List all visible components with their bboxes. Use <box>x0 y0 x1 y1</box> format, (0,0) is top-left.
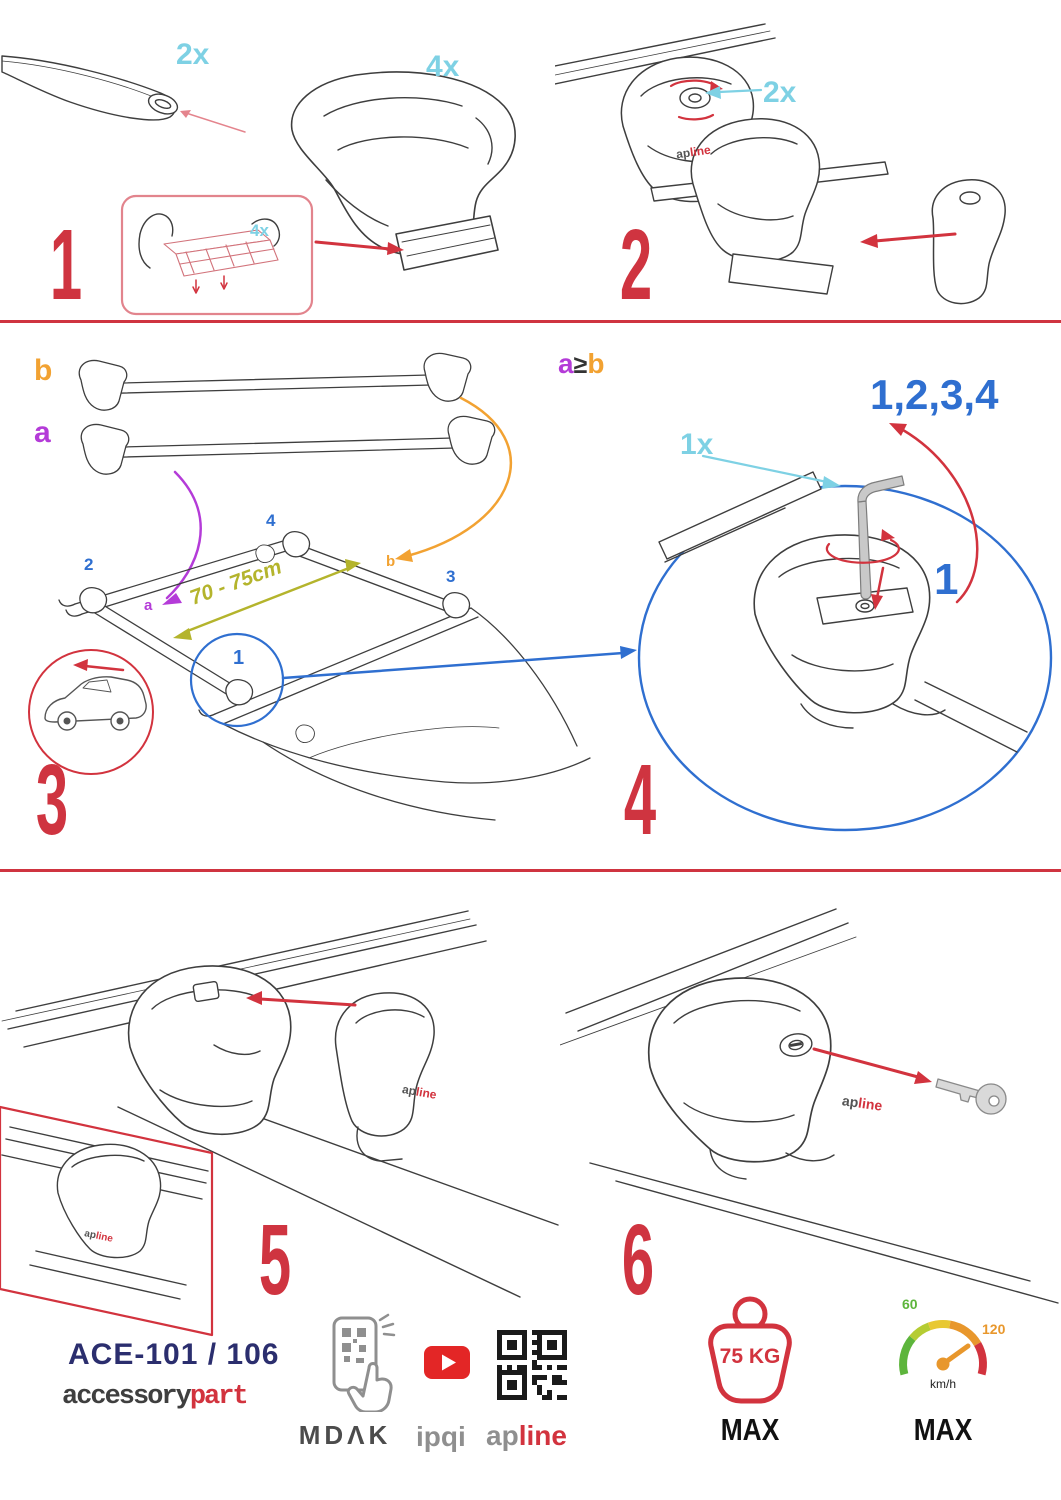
step5-number: 5 <box>258 1204 292 1316</box>
step6-illustration <box>560 908 1059 1304</box>
brand-ap: ap <box>486 1420 519 1451</box>
scan-phone-icon <box>332 1313 396 1412</box>
max-weight-value: 75 KG <box>719 1345 781 1368</box>
length-rule: a≥b <box>558 350 604 378</box>
lock-pointer-arrow <box>705 86 763 99</box>
brand-part: part <box>189 1382 249 1412</box>
crossbar-b-illustration <box>78 352 472 411</box>
end-cover-illustration <box>931 179 1006 305</box>
foot1-highlight-circle <box>189 632 285 728</box>
detail-magnifier-circle <box>637 484 1053 832</box>
crossbar-a-illustration <box>80 415 496 475</box>
youtube-icon <box>424 1346 470 1379</box>
max-weight-label: MAX <box>720 1412 780 1447</box>
step2-number: 2 <box>619 209 653 321</box>
foot-detail-illustration <box>658 471 1028 753</box>
car-front-arrow <box>73 659 125 672</box>
product-model: ACE-101 / 106 <box>68 1338 280 1371</box>
tighten-arrow <box>871 566 885 610</box>
key-pointer-arrow <box>812 1047 932 1084</box>
foot-brand-line: line <box>689 142 712 160</box>
section-divider-2 <box>0 869 1061 872</box>
key-quantity-label: 1x <box>680 428 714 461</box>
foot-clamp-illustration <box>127 965 435 1162</box>
key-pointer-arrow <box>701 454 841 489</box>
brand-ipqi: ipqi <box>416 1421 466 1452</box>
car-direction-inset <box>28 649 154 775</box>
roof-position-1: 1 <box>233 647 245 669</box>
roof-bar-a-small: a <box>144 597 153 614</box>
rule-a: a <box>558 348 574 379</box>
speedometer-icon <box>899 1320 987 1376</box>
bar-end-pointer-arrow <box>180 110 246 133</box>
detail-position-label: 1 <box>934 555 959 604</box>
bar-a-label: a <box>34 416 51 449</box>
brand-line: line <box>518 1420 567 1451</box>
foot-quantity-label: 4x <box>426 50 460 83</box>
roof-position-4: 4 <box>266 511 276 530</box>
speed-120-label: 120 <box>982 1321 1006 1337</box>
step3-illustration <box>28 352 637 821</box>
section-divider-1 <box>0 320 1061 323</box>
car-roof-illustration <box>58 531 591 821</box>
roof-bar-b-small: b <box>386 553 396 570</box>
clamp-insert-arrow <box>246 991 357 1007</box>
bar-b-placement-arrow <box>395 396 513 562</box>
rule-ge-sign: ≥ <box>573 351 588 379</box>
roof-position-3: 3 <box>446 567 456 586</box>
brand-apline: apline <box>486 1422 567 1450</box>
allen-key-illustration <box>857 475 905 600</box>
speed-unit-label: km/h <box>929 1377 956 1391</box>
pad-quantity-label: 4x <box>250 221 269 240</box>
crossbar-illustration <box>1 55 179 121</box>
qr-code <box>497 1330 567 1400</box>
cover-insert-arrow <box>860 232 957 248</box>
max-weight-icon <box>708 1296 792 1404</box>
brand-accessory: accessory <box>62 1382 192 1412</box>
bar-b-label: b <box>34 354 53 387</box>
foot-illustration <box>647 977 835 1180</box>
bar-a-placement-arrow <box>162 470 202 605</box>
step5-illustration <box>0 910 559 1337</box>
sequence-arrow <box>889 423 979 604</box>
pad-to-foot-arrow <box>314 240 404 255</box>
key-illustration <box>935 1078 1007 1115</box>
tighten-sequence-label: 1,2,3,4 <box>870 371 999 418</box>
step2-illustration <box>555 23 1006 305</box>
roof-position-2: 2 <box>84 555 94 574</box>
brand-accessorypart: accessorypart <box>62 1382 249 1412</box>
foot-illustration <box>290 71 516 271</box>
brand-mdak: MDΛK <box>298 1420 392 1450</box>
step3-number: 3 <box>35 744 69 856</box>
speed-60-label: 60 <box>902 1296 918 1312</box>
bar-quantity-label: 2x <box>176 38 210 71</box>
max-speed-label: MAX <box>913 1412 973 1447</box>
lock-quantity-label: 2x <box>763 76 797 109</box>
step4-illustration <box>637 423 1053 832</box>
detail-connector-arrow <box>281 646 637 680</box>
distance-arrow <box>173 559 361 640</box>
step4-number: 4 <box>623 744 657 856</box>
foot-brand-line: line <box>857 1094 884 1114</box>
foot-bar-illustration <box>650 118 889 295</box>
step6-number: 6 <box>621 1204 655 1316</box>
key-rotation-arrow <box>825 529 900 564</box>
step1-illustration <box>1 55 516 316</box>
rule-b: b <box>587 348 605 379</box>
installed-foot-inset <box>0 1105 214 1337</box>
pad-inset <box>120 194 314 316</box>
step1-number: 1 <box>49 209 83 321</box>
